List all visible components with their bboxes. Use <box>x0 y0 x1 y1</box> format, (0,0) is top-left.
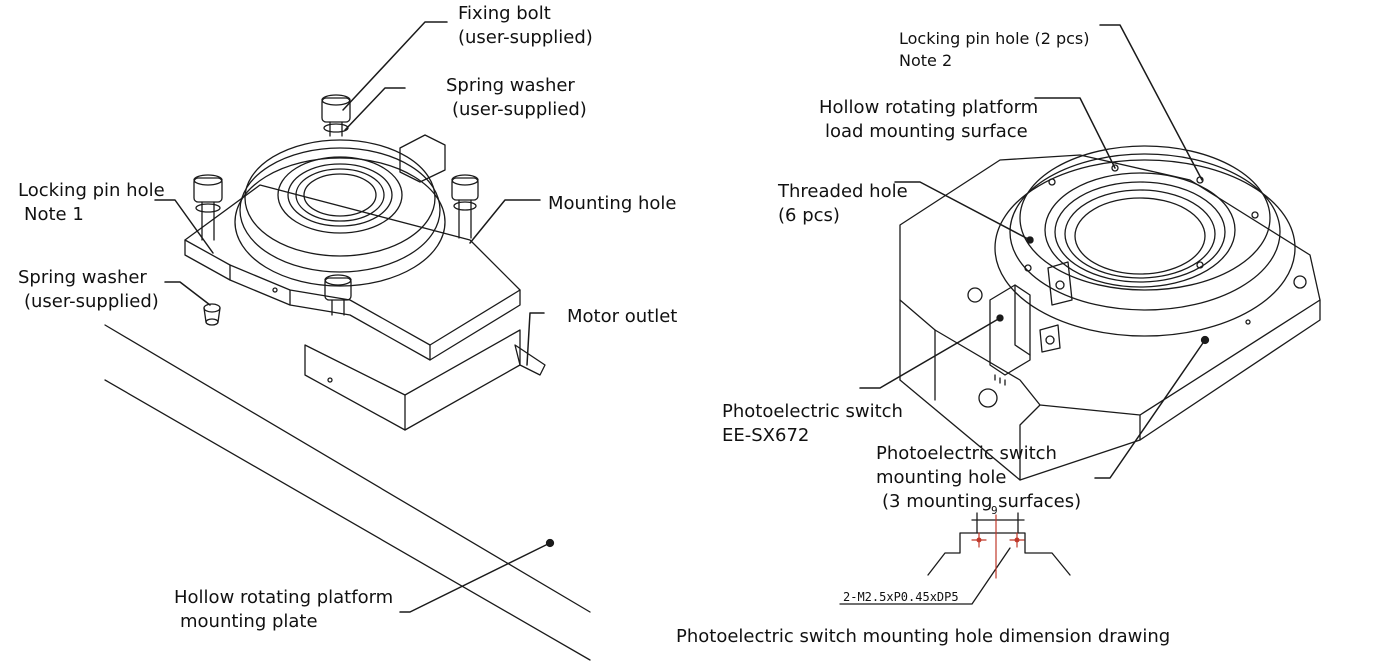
table-ring-outer <box>240 148 440 272</box>
hole-center <box>976 537 982 543</box>
label-line: (3 mounting surfaces) <box>882 491 1082 512</box>
leader-locking-pin <box>155 200 213 253</box>
leader-dot <box>1202 337 1209 344</box>
right-bolt <box>452 175 478 238</box>
label-line: Note 2 <box>899 51 953 70</box>
label-line: (user-supplied) <box>24 291 159 312</box>
leader-spring-washer-left <box>165 282 210 305</box>
leader-motor-outlet <box>527 313 544 365</box>
rt-hole <box>1252 212 1258 218</box>
sensor-bracket <box>400 135 445 182</box>
leader-dot <box>997 315 1003 321</box>
leader-mounting-hole <box>470 200 540 243</box>
label-rt-locking-pin-hole: Locking pin hole (2 pcs) Note 2 <box>899 28 1089 72</box>
rt-table-bore <box>1045 173 1235 287</box>
label-line: EE-SX672 <box>722 425 810 446</box>
label-line: (user-supplied) <box>452 99 587 120</box>
caption-dimension-drawing: Photoelectric switch mounting hole dimen… <box>676 626 1171 647</box>
label-line: Photoelectric switch <box>722 401 903 422</box>
plate-edge-bottom <box>105 380 590 660</box>
rt-table-outer <box>995 160 1295 336</box>
dimension-detail <box>840 513 1070 604</box>
label-motor-outlet: Motor outlet <box>567 306 678 327</box>
rt-base-top <box>900 155 1320 415</box>
rt-hole <box>1049 179 1055 185</box>
leader-mounting-plate <box>400 543 550 612</box>
hole-center <box>1014 537 1020 543</box>
front-bolt <box>325 275 351 315</box>
label-line: Locking pin hole <box>18 180 165 201</box>
leader-spring-washer-top <box>345 88 405 130</box>
leader-dot <box>1027 237 1033 243</box>
leader-rt-photo-switch <box>860 318 1000 388</box>
motor-outlet-flange <box>515 345 545 375</box>
label-line: Threaded hole <box>778 181 908 202</box>
thread-leader <box>840 548 1010 604</box>
leader-lines <box>155 22 1205 612</box>
label-line: Hollow rotating platform <box>819 97 1039 118</box>
leader-rt-load-surface <box>1035 98 1115 168</box>
label-line: Hollow rotating platform <box>174 587 394 608</box>
rt-hole <box>1025 265 1031 271</box>
leader-rt-photo-hole <box>1095 340 1205 478</box>
label-line: mounting hole <box>876 467 1007 488</box>
label-line: (6 pcs) <box>778 205 840 226</box>
dimension-value: 9 <box>991 504 998 517</box>
leader-rt-threaded-hole <box>895 182 1030 240</box>
label-line: Locking pin hole (2 pcs) <box>899 29 1090 48</box>
leader-fixing-bolt <box>343 22 447 110</box>
label-rt-photo-switch-hole: Photoelectric switch mounting hole (3 mo… <box>876 442 1081 514</box>
label-line: load mounting surface <box>825 121 1028 142</box>
left-assembly <box>105 95 590 660</box>
label-line: mounting plate <box>180 611 318 632</box>
label-mounting-hole: Mounting hole <box>548 193 677 214</box>
label-line: Spring washer <box>446 75 575 96</box>
loose-washer <box>204 304 220 325</box>
table-bore <box>278 157 402 233</box>
label-spring-washer-top: Spring washer (user-supplied) <box>446 74 587 122</box>
label-mounting-plate: Hollow rotating platform mounting plate <box>174 586 393 634</box>
label-rt-load-surface: Hollow rotating platform load mounting s… <box>819 96 1038 144</box>
leader-dot <box>547 540 554 547</box>
label-line: (user-supplied) <box>458 27 593 48</box>
label-line: Note 1 <box>24 204 84 225</box>
rt-photo-switch <box>990 262 1072 385</box>
label-line: Fixing bolt <box>458 3 551 24</box>
detail-profile <box>928 533 1070 575</box>
left-bolt <box>194 175 222 240</box>
hole-centers <box>972 515 1024 578</box>
label-spring-washer-left: Spring washer (user-supplied) <box>18 266 159 314</box>
leader-rt-locking-pin <box>1100 25 1202 180</box>
top-bolt <box>322 95 350 136</box>
label-rt-threaded-hole: Threaded hole (6 pcs) <box>778 180 908 228</box>
label-locking-pin-hole: Locking pin hole Note 1 <box>18 179 165 227</box>
rt-hole <box>1112 165 1118 171</box>
label-fixing-bolt: Fixing bolt (user-supplied) <box>458 2 593 50</box>
label-line: Photoelectric switch <box>876 443 1057 464</box>
label-rt-photo-switch: Photoelectric switch EE-SX672 <box>722 400 903 448</box>
label-line: Spring washer <box>18 267 147 288</box>
motor-body <box>305 330 520 430</box>
rt-hole <box>1197 262 1203 268</box>
plate-edge-top <box>105 325 590 612</box>
right-assembly <box>900 146 1320 480</box>
thread-spec: 2-M2.5xP0.45xDP5 <box>843 590 959 604</box>
